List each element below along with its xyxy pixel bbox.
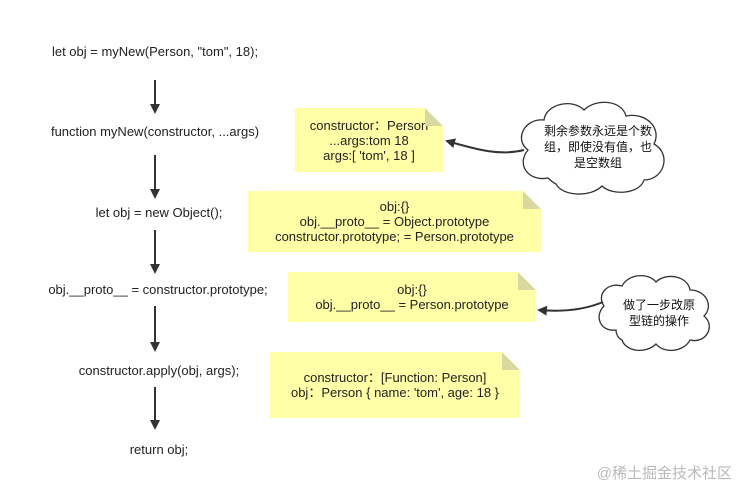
note-apply: constructor：[Function: Person] obj：Perso… bbox=[270, 352, 520, 418]
note-line: args:[ 'tom', 18 ] bbox=[323, 147, 415, 163]
note-line: obj:{} bbox=[379, 199, 410, 214]
cloud-text-prototype-chain: 做了一步改原 型链的操作 bbox=[610, 297, 708, 329]
note-proto: obj:{} obj.__proto__ = Person.prototype bbox=[288, 272, 536, 322]
cloud-text-rest-args: 剩余参数永远是个数 组，即使没有值，也 是空数组 bbox=[533, 123, 663, 171]
note-new-object: obj:{} obj.__proto__ = Object.prototype … bbox=[248, 191, 541, 252]
cloud-shape-2 bbox=[598, 275, 710, 351]
note-line: obj.__proto__ = Person.prototype bbox=[315, 297, 509, 312]
note-line: ...args:tom 18 bbox=[329, 132, 409, 148]
step-set-proto: obj.__proto__ = constructor.prototype; bbox=[48, 282, 268, 297]
cloud-line: 型链的操作 bbox=[628, 314, 689, 328]
cloud-arrow-1 bbox=[445, 138, 525, 154]
cloud-arrow-2 bbox=[537, 301, 604, 316]
step-return: return obj; bbox=[129, 442, 189, 457]
cloud-shape-1 bbox=[520, 101, 665, 195]
step-create-object: let obj = new Object(); bbox=[95, 205, 223, 220]
step-function-signature: function myNew(constructor, ...args) bbox=[50, 124, 260, 139]
step-apply: constructor.apply(obj, args); bbox=[78, 363, 240, 378]
cloud-line: 是空数组 bbox=[573, 156, 622, 170]
note-line: obj:{} bbox=[397, 282, 427, 297]
note-line: obj.__proto__ = Object.prototype bbox=[299, 214, 490, 229]
note-line: obj：Person { name: 'tom', age: 18 } bbox=[290, 385, 500, 400]
note-line: constructor：[Function: Person] bbox=[303, 370, 487, 385]
cloud-line: 剩余参数永远是个数 bbox=[543, 124, 652, 138]
cloud-line: 做了一步改原 bbox=[622, 298, 695, 312]
note-line: constructor：Person bbox=[309, 117, 429, 133]
cloud-line: 组，即使没有值，也 bbox=[543, 140, 652, 154]
note-args: constructor：Person ...args:tom 18 args:[… bbox=[295, 108, 443, 172]
note-line: constructor.prototype; = Person.prototyp… bbox=[275, 229, 514, 244]
step-call: let obj = myNew(Person, "tom", 18); bbox=[51, 44, 259, 59]
watermark: @稀土掘金技术社区 bbox=[596, 465, 732, 482]
